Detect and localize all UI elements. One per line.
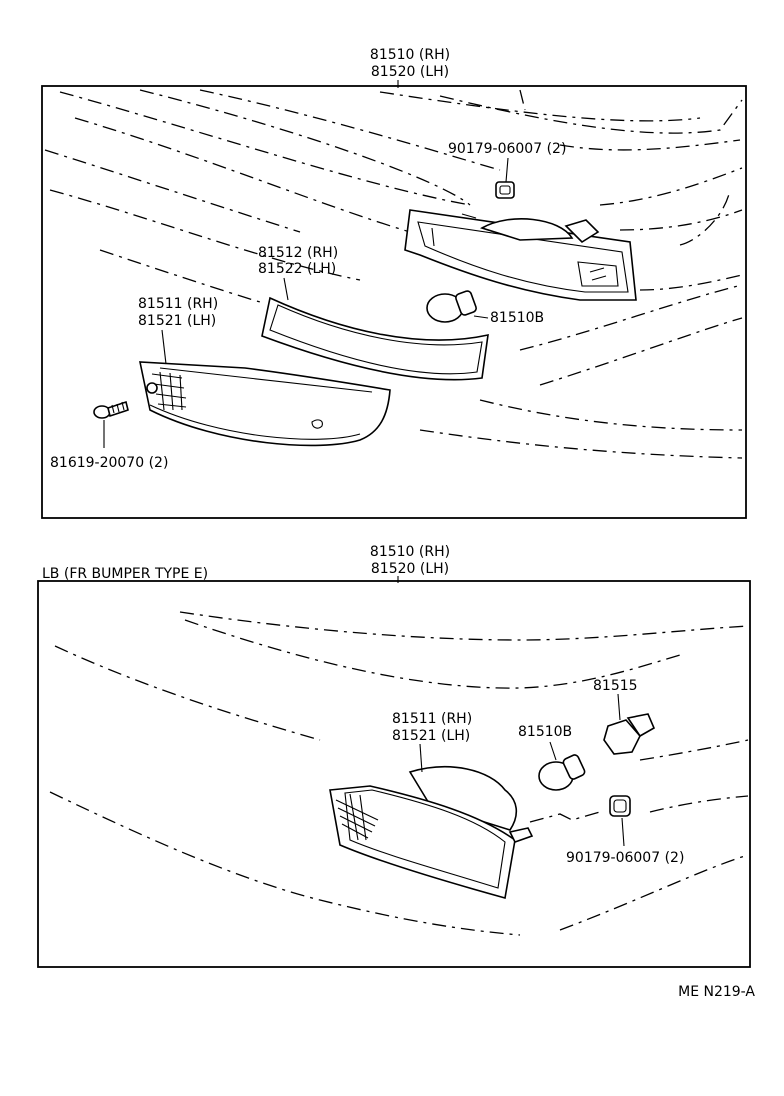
variant-note-label: LB (FR BUMPER TYPE E)	[42, 566, 208, 582]
top-nut-label: 90179-06007 (2)	[448, 141, 566, 157]
top-assembly-rh-label: 81510 (RH)	[370, 47, 450, 63]
top-stud-icon	[461, 213, 477, 219]
top-nut-leader	[505, 157, 509, 183]
bottom-lens-rh-label: 81511 (RH)	[392, 711, 472, 727]
bottom-socket-label: 81515	[593, 678, 638, 694]
top-assembly-lh-label: 81520 (LH)	[371, 64, 449, 80]
bottom-assembly-lh-label: 81520 (LH)	[371, 561, 449, 577]
top-bulb-leader	[473, 315, 489, 319]
bottom-bulb-label: 81510B	[518, 724, 572, 740]
bottom-bulb-leader	[549, 741, 557, 761]
bottom-socket-leader	[617, 693, 621, 721]
figure-code-label: ME N219-A	[678, 984, 755, 1000]
top-bulb-label: 81510B	[490, 310, 544, 326]
bottom-panel-frame	[37, 580, 751, 968]
top-lens-icon	[139, 361, 391, 447]
bottom-nut-leader	[621, 817, 625, 847]
bottom-assembly-rh-label: 81510 (RH)	[370, 544, 450, 560]
top-bulb-icon	[426, 290, 477, 323]
top-screw-label: 81619-20070 (2)	[50, 455, 168, 471]
top-lamp-housing	[404, 209, 637, 301]
bottom-bulb-icon	[538, 754, 586, 791]
bottom-bumper-contours	[49, 611, 749, 936]
bottom-lens-leader	[419, 743, 423, 773]
top-lens-leader	[161, 329, 167, 365]
top-lens-rh-label: 81511 (RH)	[138, 296, 218, 312]
top-panel-frame	[41, 85, 747, 519]
top-nut-icon	[495, 181, 515, 199]
bottom-socket-icon	[603, 713, 656, 755]
top-gasket-rh-label: 81512 (RH)	[258, 245, 338, 261]
top-lens-lh-label: 81521 (LH)	[138, 313, 216, 329]
top-screw-icon	[93, 400, 129, 419]
top-bumper-contours	[44, 89, 743, 459]
top-gasket-lh-label: 81522 (LH)	[258, 261, 336, 277]
bottom-nut-label: 90179-06007 (2)	[566, 850, 684, 866]
bottom-lamp-housing	[329, 766, 534, 900]
bottom-nut-icon	[609, 795, 631, 817]
top-gasket-icon	[261, 296, 489, 381]
top-gasket-leader	[283, 277, 289, 301]
bottom-lens-lh-label: 81521 (LH)	[392, 728, 470, 744]
